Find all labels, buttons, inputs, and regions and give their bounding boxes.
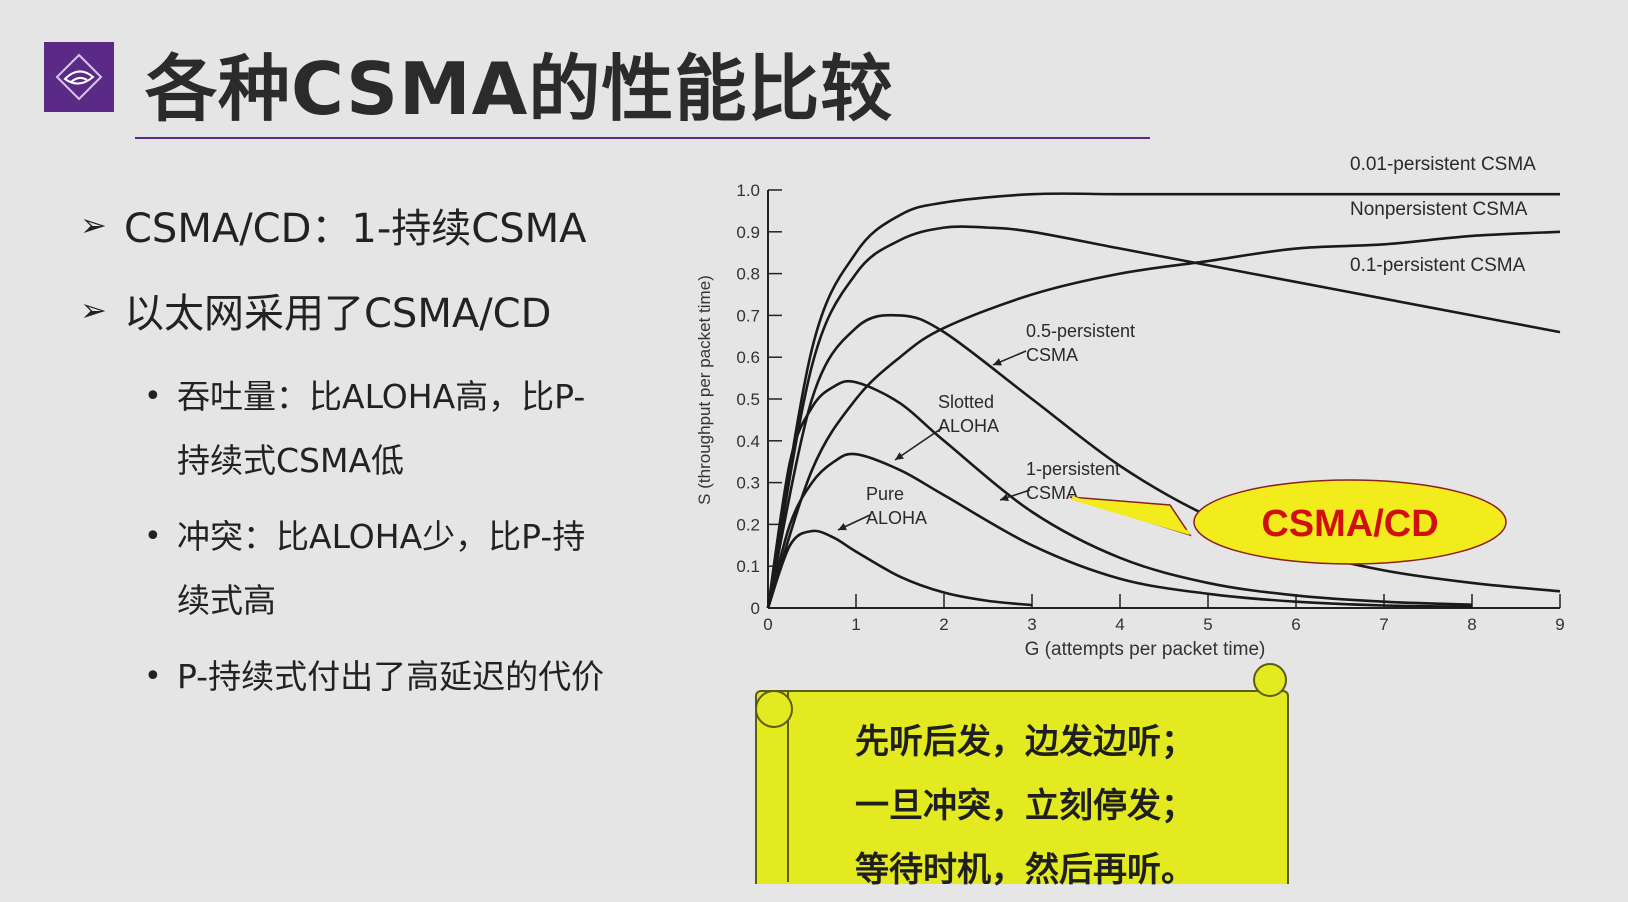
csma-cd-balloon: CSMA/CD bbox=[1069, 479, 1507, 565]
arrow-bullet-icon: ➢ bbox=[80, 291, 107, 329]
y-tick-label: 0.6 bbox=[736, 348, 760, 367]
series-line-nonpersistent-csma bbox=[766, 230, 1561, 609]
logo-emblem bbox=[55, 53, 103, 101]
x-tick-label: 9 bbox=[1555, 615, 1564, 634]
sub-bullet-item: • P-持续式付出了高延迟的代价 bbox=[80, 645, 737, 709]
scroll-line: 先听后发，边发边听； bbox=[855, 722, 1195, 762]
scroll-text: 先听后发，边发边听； 一旦冲突，立刻停发； 等待时机，然后再听。 bbox=[855, 710, 1275, 902]
x-tick-label: 1 bbox=[851, 615, 860, 634]
y-tick-label: 0 bbox=[751, 599, 760, 618]
y-tick-label: 0.1 bbox=[736, 557, 760, 576]
bullet-item: ➢ CSMA/CD：1-持续CSMA bbox=[80, 195, 680, 255]
curve-label: 0.1-persistent CSMA bbox=[1350, 255, 1526, 276]
y-tick-label: 1.0 bbox=[736, 181, 760, 200]
curve-label: Pure bbox=[866, 484, 904, 504]
series-line-slotted-aloha bbox=[766, 452, 1473, 609]
label-pointer bbox=[894, 427, 943, 461]
curve-label: 0.01-persistent CSMA bbox=[1350, 155, 1536, 175]
sub-bullet-text: 吞吐量：比ALOHA高，比P-持续式CSMA低 bbox=[177, 377, 586, 480]
scroll-left-roll bbox=[755, 690, 789, 882]
curve-label: CSMA bbox=[1026, 483, 1078, 503]
series-line-0-1-persistent-csma bbox=[766, 225, 1561, 609]
dot-bullet-icon: • bbox=[144, 519, 162, 554]
chart-labels: 0.01-persistent CSMA Nonpersistent CSMA 0.… bbox=[837, 154, 1536, 531]
x-tick-label: 6 bbox=[1291, 615, 1300, 634]
chart-axes: 0 0.1 0.2 0.3 0.4 0.5 0.6 0.7 0.8 0.9 1.0 0 1 2 3 4 5 6 7 8… bbox=[736, 181, 1564, 634]
curve-label: CSMA bbox=[1026, 345, 1078, 365]
balloon-label: CSMA/CD bbox=[1261, 503, 1438, 545]
curve-label: ALOHA bbox=[938, 416, 999, 436]
slide: 各种CSMA的性能比较 ➢ CSMA/CD：1-持续CSMA ➢ 以太网采用了C… bbox=[44, 42, 1628, 890]
x-tick-label: 2 bbox=[939, 615, 948, 634]
rule-scroll-note bbox=[755, 690, 1289, 884]
logo-icon bbox=[44, 42, 114, 112]
arrowhead-icon bbox=[1000, 493, 1009, 502]
x-axis-label: G (attempts per packet time) bbox=[1025, 639, 1266, 660]
y-tick-label: 0.3 bbox=[736, 474, 760, 493]
y-axis-label: S (throughput per packet time) bbox=[695, 275, 714, 505]
x-tick-label: 8 bbox=[1467, 615, 1476, 634]
arrowhead-icon bbox=[993, 358, 1002, 366]
sub-bullet-item: • 冲突：比ALOHA少，比P-持续式高 bbox=[80, 505, 607, 633]
series-line-0-5-persistent-csma bbox=[766, 313, 1561, 609]
dot-bullet-icon: • bbox=[144, 379, 162, 414]
x-tick-label: 0 bbox=[763, 615, 772, 634]
sub-bullet-text: 冲突：比ALOHA少，比P-持续式高 bbox=[177, 517, 586, 620]
y-tick-label: 0.4 bbox=[736, 432, 760, 451]
sub-bullet-text: P-持续式付出了高延迟的代价 bbox=[177, 657, 605, 696]
bullet-item: ➢ 以太网采用了CSMA/CD bbox=[80, 280, 680, 340]
bullet-text: CSMA/CD：1-持续CSMA bbox=[124, 206, 587, 252]
y-tick-label: 0.2 bbox=[736, 515, 760, 534]
scroll-curl-left-icon bbox=[755, 690, 793, 728]
bullet-list: ➢ CSMA/CD：1-持续CSMA ➢ 以太网采用了CSMA/CD • 吞吐量… bbox=[80, 195, 680, 721]
arrowhead-icon bbox=[895, 452, 904, 460]
dot-bullet-icon: • bbox=[144, 659, 162, 694]
curve-label: 0.5-persistent bbox=[1026, 321, 1135, 341]
y-tick-label: 0.5 bbox=[736, 390, 760, 409]
x-tick-label: 3 bbox=[1027, 615, 1036, 634]
curve-label: Slotted bbox=[938, 392, 994, 412]
chart-svg: 0 0.1 0.2 0.3 0.4 0.5 0.6 0.7 0.8 0.9 1.0 0 1 2 3 4 5 6 7 8… bbox=[695, 154, 1565, 660]
y-tick-label: 0.9 bbox=[736, 223, 760, 242]
scroll-line: 一旦冲突，立刻停发； bbox=[855, 786, 1195, 826]
x-tick-label: 7 bbox=[1379, 615, 1388, 634]
scroll-curl-right-icon bbox=[1253, 663, 1287, 697]
scroll-line: 等待时机，然后再听。 bbox=[855, 850, 1195, 890]
y-tick-label: 0.7 bbox=[736, 306, 760, 325]
arrowhead-icon bbox=[838, 523, 847, 531]
arrow-bullet-icon: ➢ bbox=[80, 206, 107, 244]
throughput-chart: 0 0.1 0.2 0.3 0.4 0.5 0.6 0.7 0.8 0.9 1.0 0 1 2 3 4 5 6 7 8… bbox=[690, 154, 1628, 679]
curve-label: Nonpersistent CSMA bbox=[1350, 199, 1528, 220]
x-tick-label: 5 bbox=[1203, 615, 1212, 634]
x-tick-label: 4 bbox=[1115, 615, 1124, 634]
chart-series bbox=[766, 192, 1561, 609]
series-line-1-persistent-csma bbox=[766, 379, 1473, 609]
series-line-0-01-persistent-csma bbox=[766, 192, 1560, 609]
bullet-text: 以太网采用了CSMA/CD bbox=[124, 291, 552, 337]
slide-title: 各种CSMA的性能比较 bbox=[145, 47, 894, 131]
series-line-pure-aloha bbox=[766, 529, 1033, 609]
curve-label: 1-persistent bbox=[1026, 459, 1120, 479]
title-divider bbox=[135, 137, 1150, 139]
y-tick-label: 0.8 bbox=[736, 265, 760, 284]
sub-bullet-item: • 吞吐量：比ALOHA高，比P-持续式CSMA低 bbox=[80, 365, 607, 493]
curve-label: ALOHA bbox=[866, 508, 927, 528]
